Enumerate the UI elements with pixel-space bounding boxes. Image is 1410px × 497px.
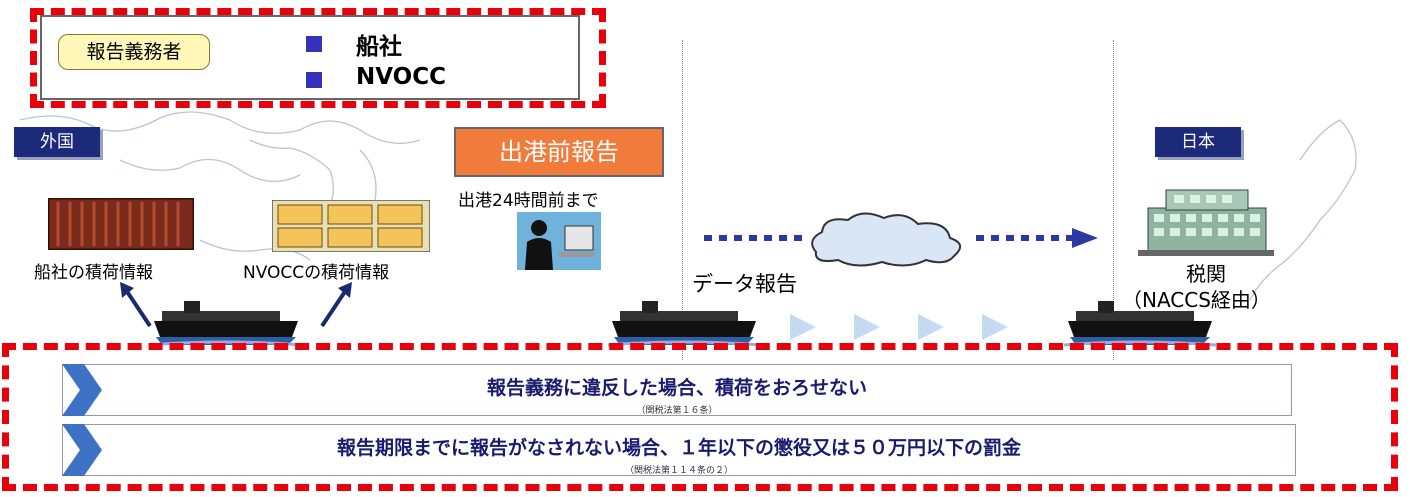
nvocc-cargo-info-label: NVOCCの積荷情報 bbox=[243, 263, 390, 283]
foreign-region-tag: 外国 bbox=[14, 127, 100, 157]
reporting-party-badge: 報告義務者 bbox=[58, 34, 210, 70]
legend-highlight-frame bbox=[30, 8, 606, 108]
customs-label: 税関 bbox=[1186, 262, 1226, 286]
chevron-right-icon bbox=[62, 364, 102, 416]
legend-item-nvocc: NVOCC bbox=[356, 64, 446, 90]
container-icon bbox=[48, 198, 194, 250]
rule-bar: 報告義務に違反した場合、積荷をおろせない （関税法第１６条） bbox=[62, 364, 1292, 416]
cloud-icon bbox=[811, 212, 961, 267]
penalty-highlight-frame bbox=[2, 343, 1398, 491]
rule-note: （関税法第１１４条の２） bbox=[624, 466, 733, 476]
cargo-ship-icon bbox=[150, 301, 302, 347]
rule-text: 報告期限までに報告がなされない場合、１年以下の懲役又は５０万円以下の罰金 bbox=[336, 437, 1021, 459]
boxes-icon bbox=[272, 200, 430, 252]
rule-text: 報告義務に違反した場合、積荷をおろせない bbox=[486, 377, 867, 399]
data-flow-arrow bbox=[704, 212, 1098, 267]
legend-square-icon bbox=[306, 36, 322, 52]
customs-building-icon bbox=[1138, 189, 1274, 256]
legend-square-icon bbox=[306, 72, 322, 88]
operator-computer-icon bbox=[517, 212, 601, 270]
carrier-cargo-info-label: 船社の積荷情報 bbox=[34, 263, 153, 283]
cargo-ship-icon bbox=[608, 301, 760, 347]
up-arrow-icon bbox=[320, 282, 352, 328]
divider-line bbox=[682, 40, 683, 360]
travel-arrows-icon bbox=[790, 314, 1008, 340]
chevron-right-icon bbox=[62, 424, 102, 476]
japan-region-tag: 日本 bbox=[1155, 127, 1241, 157]
rule-note: （関税法第１６条） bbox=[636, 406, 718, 416]
pre-departure-report-tag: 出港前報告 bbox=[454, 127, 664, 177]
deadline-caption: 出港24時間前まで bbox=[458, 191, 599, 211]
up-arrow-icon bbox=[120, 282, 152, 328]
customs-via-label: （NACCS経由） bbox=[1122, 288, 1271, 312]
data-report-label: データ報告 bbox=[692, 272, 797, 296]
legend-item-carrier: 船社 bbox=[356, 34, 402, 60]
divider-line bbox=[1113, 40, 1114, 360]
rule-bar: 報告期限までに報告がなされない場合、１年以下の懲役又は５０万円以下の罰金 （関税… bbox=[62, 424, 1296, 476]
